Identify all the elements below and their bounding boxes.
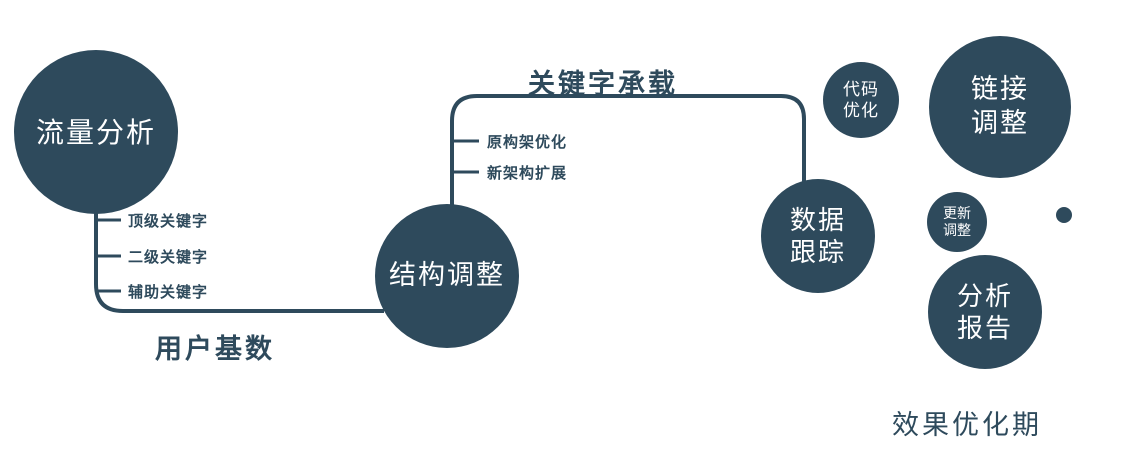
dot-marker: [1056, 207, 1072, 223]
branch-label-aux-keywords: 辅助关键字: [128, 284, 209, 301]
branch-label-second-keywords: 二级关键字: [128, 249, 209, 266]
node-analysis-report: 分析 报告: [928, 255, 1042, 369]
node-update-adjustment: 更新 调整: [927, 192, 987, 252]
branch-label-original-architecture: 原构架优化: [487, 134, 568, 151]
node-traffic-analysis: 流量分析: [14, 50, 178, 214]
node-code-optimization-line2: 优化: [843, 101, 879, 120]
edge-label-user-base: 用户基数: [155, 334, 275, 364]
node-structure-adjustment: 结构调整: [375, 204, 519, 348]
node-structure-adjustment-label: 结构调整: [389, 260, 505, 291]
edge-traffic-to-structure: [94, 190, 384, 313]
node-traffic-analysis-label: 流量分析: [35, 116, 156, 148]
edge-structure-to-tracking: [450, 94, 806, 210]
node-link-adjustment: 链接 调整: [929, 36, 1071, 178]
node-data-tracking-line2: 跟踪: [789, 237, 846, 267]
node-link-adjustment-line1: 链接: [971, 74, 1029, 105]
caption-effect-optimization-period: 效果优化期: [892, 410, 1042, 440]
node-data-tracking: 数据 跟踪: [761, 179, 875, 293]
node-analysis-report-line2: 报告: [956, 313, 1013, 343]
node-code-optimization: 代码 优化: [823, 62, 899, 138]
node-analysis-report-line1: 分析: [956, 280, 1013, 311]
branch-label-top-keywords: 顶级关键字: [128, 213, 209, 230]
branch-label-new-architecture: 新架构扩展: [487, 165, 568, 182]
node-link-adjustment-line2: 调整: [971, 108, 1029, 138]
edge-label-keyword-load: 关键字承载: [528, 69, 678, 99]
node-code-optimization-line1: 代码: [843, 79, 879, 99]
node-update-adjustment-line1: 更新: [943, 204, 971, 221]
node-update-adjustment-line2: 调整: [943, 222, 971, 238]
node-data-tracking-line1: 数据: [789, 204, 846, 235]
